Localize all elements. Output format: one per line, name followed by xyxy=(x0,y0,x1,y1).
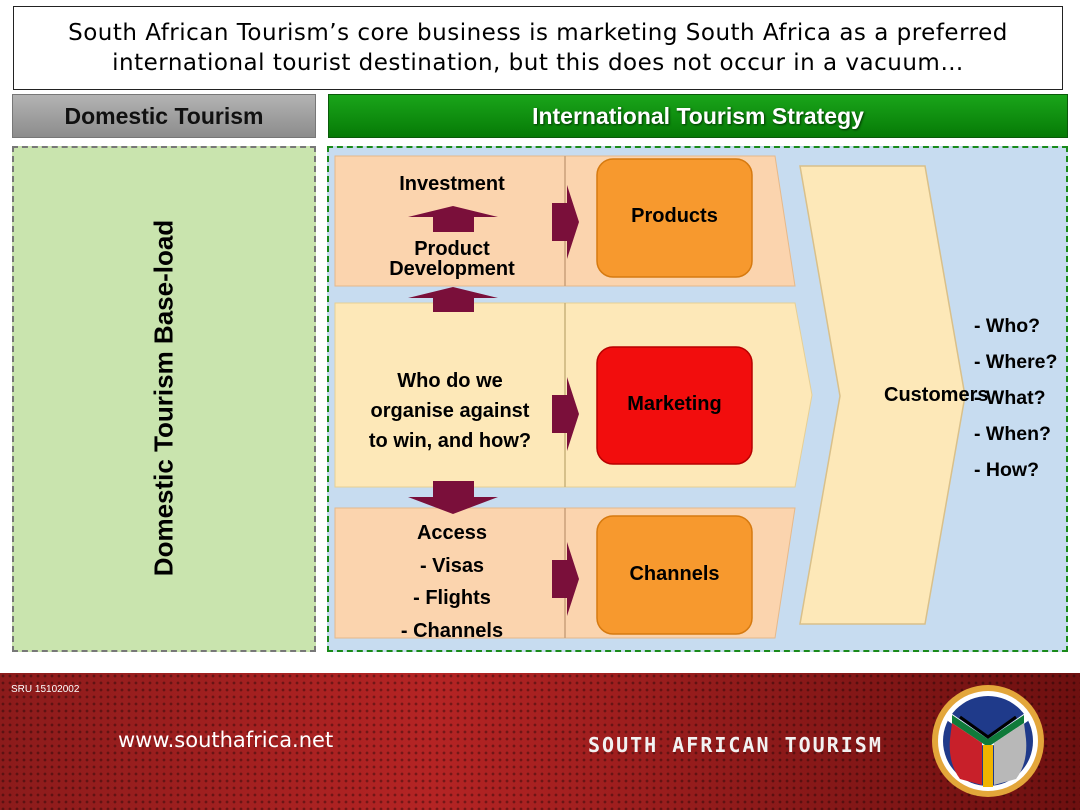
right-arrow-icon xyxy=(552,185,579,259)
domestic-panel xyxy=(12,146,316,652)
footer-banner xyxy=(0,673,1080,810)
up-arrow-icon xyxy=(408,206,498,232)
channels-label: Channels xyxy=(629,563,720,585)
title-line-1: South African Tourism’s core business is… xyxy=(68,20,1008,46)
title-line-2: international tourist destination, but t… xyxy=(112,50,964,76)
marketing-box xyxy=(596,346,753,465)
question-how: - How? xyxy=(974,459,1039,481)
customer-questions: - Who? - Where? - What? - When? - How? xyxy=(974,308,1057,488)
right-arrow-icon xyxy=(552,542,579,616)
question-when: - When? xyxy=(974,423,1051,445)
investment-label: Investment xyxy=(399,173,505,195)
brand-name: SOUTH AFRICAN TOURISM xyxy=(588,733,883,757)
south-africa-flag-emblem-icon xyxy=(932,685,1044,797)
question-where: - Where? xyxy=(974,351,1058,373)
slide-title: South African Tourism’s core business is… xyxy=(13,6,1063,90)
channels-box xyxy=(596,515,753,635)
question-who: - Who? xyxy=(974,315,1041,337)
question-what: - What? xyxy=(974,387,1046,409)
down-arrow-icon xyxy=(408,481,498,514)
products-label: Products xyxy=(631,205,718,227)
products-box xyxy=(596,158,753,278)
website-link[interactable]: www.southafrica.net xyxy=(118,728,334,752)
slide-code: SRU 15102002 xyxy=(11,684,80,695)
customers-label: Customers xyxy=(884,384,989,406)
right-arrow-icon xyxy=(552,377,579,451)
customers-chevron xyxy=(799,165,966,625)
up-arrow-icon xyxy=(408,287,498,312)
access-label: Access- Visas- Flights- Channels xyxy=(400,522,504,642)
international-tourism-header: International Tourism Strategy xyxy=(328,94,1068,138)
domestic-tourism-header: Domestic Tourism xyxy=(12,94,316,138)
marketing-label: Marketing xyxy=(627,393,722,415)
